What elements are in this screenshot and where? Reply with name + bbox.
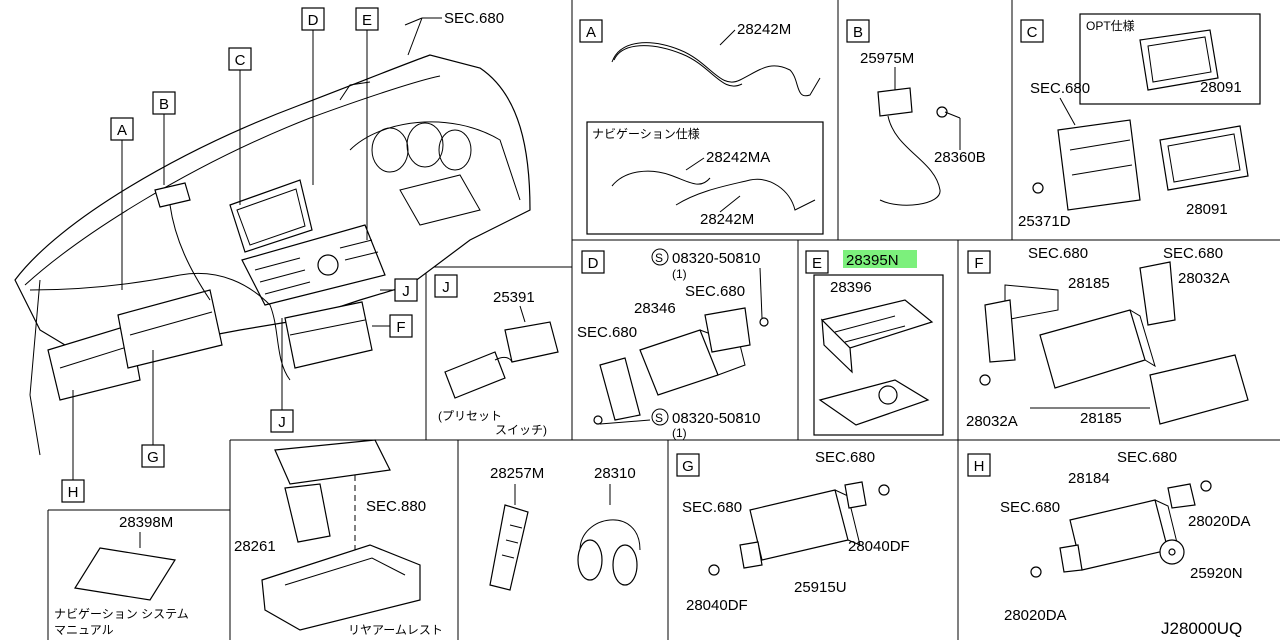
part-28040df-left: 28040DF	[686, 597, 748, 614]
panel-d: D S 08320-50810 (1) 28346 SEC.680 SEC.68…	[577, 248, 769, 440]
svg-text:B: B	[853, 24, 863, 41]
svg-text:J: J	[402, 283, 410, 300]
part-28242ma: 28242MA	[706, 149, 770, 166]
panel-remote: 28257M 28310	[489, 465, 641, 591]
main-leader-lines	[72, 17, 442, 480]
panel-a: A 28242M ナビゲーション仕様 28242MA 28242M	[579, 19, 824, 235]
svg-text:G: G	[147, 449, 159, 466]
callout-g: G	[141, 444, 165, 468]
preset-switch-caption-2: スイッチ)	[495, 423, 547, 437]
part-25975m: 25975M	[860, 50, 914, 67]
svg-text:G: G	[682, 458, 694, 475]
sec680-d-2: SEC.680	[577, 324, 637, 341]
sec680-g-2: SEC.680	[682, 499, 742, 516]
part-28185-bottom: 28185	[1080, 410, 1122, 427]
sec680-main-label: SEC.680	[444, 10, 504, 27]
panel-j: J 25391 (プリセット スイッチ)	[434, 274, 559, 437]
part-28184: 28184	[1068, 470, 1110, 487]
part-28020da-right: 28020DA	[1188, 513, 1251, 530]
callout-h: H	[61, 479, 85, 503]
sec680-f-1: SEC.680	[1028, 245, 1088, 262]
opt-spec-label: OPT仕様	[1086, 19, 1135, 33]
sec680-d-1: SEC.680	[685, 283, 745, 300]
svg-text:C: C	[235, 52, 246, 69]
sec680-f-2: SEC.680	[1163, 245, 1223, 262]
callout-j-lower: J	[270, 409, 294, 433]
svg-text:S: S	[655, 411, 663, 425]
part-28185-top: 28185	[1068, 275, 1110, 292]
panel-armrest: 28261 SEC.880 リヤアームレスト	[234, 439, 443, 637]
part-highlight	[843, 250, 917, 268]
svg-text:S: S	[655, 251, 663, 265]
part-28242m-top: 28242M	[737, 21, 791, 38]
svg-text:A: A	[117, 122, 127, 139]
bolt-top-part: 08320-50810	[672, 250, 760, 267]
svg-text:F: F	[396, 319, 405, 336]
svg-text:B: B	[159, 96, 169, 113]
manual-caption-2: マニュアル	[54, 623, 114, 637]
part-28020da-left: 28020DA	[1004, 607, 1067, 624]
panel-b: B 25975M 28360B	[846, 19, 986, 206]
panel-f: F SEC.680 SEC.680 28185 28032A 28032A 28…	[966, 245, 1249, 430]
panel-e: E 28395N 28396	[805, 250, 944, 436]
nav-spec-label: ナビゲーション仕様	[592, 127, 700, 141]
svg-text:E: E	[362, 12, 372, 29]
callout-d: D	[301, 7, 325, 31]
sec680-h-1: SEC.680	[1117, 449, 1177, 466]
callout-f: F	[389, 314, 413, 338]
panel-frames	[47, 0, 1280, 640]
svg-text:D: D	[308, 12, 319, 29]
bolt-bottom-qty: (1)	[672, 426, 687, 440]
svg-text:J: J	[278, 414, 286, 431]
part-25391: 25391	[493, 289, 535, 306]
part-25371d: 25371D	[1018, 213, 1071, 230]
callout-e: E	[355, 7, 379, 31]
svg-text:F: F	[974, 255, 983, 272]
dashboard-illustration	[14, 54, 531, 456]
sec680-g-1: SEC.680	[815, 449, 875, 466]
part-28261: 28261	[234, 538, 276, 555]
svg-text:A: A	[586, 24, 596, 41]
svg-text:H: H	[974, 458, 985, 475]
sec680-h-2: SEC.680	[1000, 499, 1060, 516]
svg-text:C: C	[1027, 24, 1038, 41]
part-28091: 28091	[1186, 201, 1228, 218]
part-25920n: 25920N	[1190, 565, 1243, 582]
part-28091-opt: 28091	[1200, 79, 1242, 96]
panel-c: C OPT仕様 28091 SEC.680 28091 25371D	[1018, 13, 1261, 230]
part-28398m: 28398M	[119, 514, 173, 531]
panel-g: G SEC.680 SEC.680 28040DF 28040DF 25915U	[676, 449, 910, 614]
callout-b: B	[152, 91, 176, 115]
part-28032a-right: 28032A	[1178, 270, 1230, 287]
part-28257m: 28257M	[490, 465, 544, 482]
sec880-label: SEC.880	[366, 498, 426, 515]
rear-armrest-caption: リヤアームレスト	[348, 623, 443, 637]
callout-a: A	[110, 117, 134, 141]
preset-switch-caption-1: (プリセット	[438, 409, 502, 423]
panel-manual: 28398M ナビゲーション システム マニュアル	[54, 514, 189, 637]
part-28242m-bottom: 28242M	[700, 211, 754, 228]
manual-caption-1: ナビゲーション システム	[54, 607, 189, 621]
part-28310: 28310	[594, 465, 636, 482]
part-25915u: 25915U	[794, 579, 847, 596]
svg-text:E: E	[812, 255, 822, 272]
panel-h: H 28184 SEC.680 SEC.680 28020DA 28020DA …	[967, 449, 1251, 624]
part-28396: 28396	[830, 279, 872, 296]
part-28346: 28346	[634, 300, 676, 317]
diagram-code: J28000UQ	[1161, 619, 1242, 638]
part-28040df-right: 28040DF	[848, 538, 910, 555]
callout-j-upper: J	[394, 278, 418, 302]
part-28360b: 28360B	[934, 149, 986, 166]
part-28395n: 28395N	[846, 252, 899, 269]
callout-c: C	[228, 47, 252, 71]
part-28032a-left: 28032A	[966, 413, 1018, 430]
svg-text:J: J	[442, 279, 450, 296]
sec680-c: SEC.680	[1030, 80, 1090, 97]
bolt-bottom-part: 08320-50810	[672, 410, 760, 427]
svg-text:H: H	[68, 484, 79, 501]
bolt-top-qty: (1)	[672, 267, 687, 281]
svg-text:D: D	[588, 255, 599, 272]
